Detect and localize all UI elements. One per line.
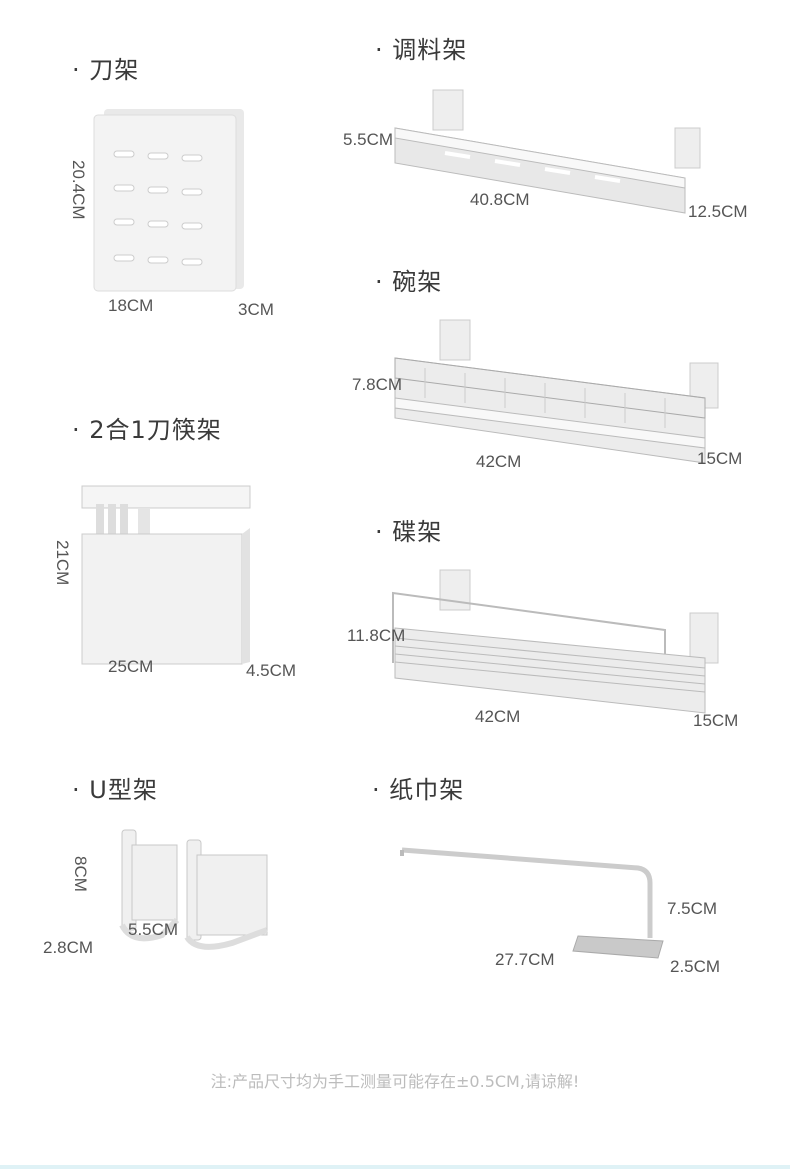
towel-rack-title: · 纸巾架 <box>372 776 465 804</box>
bowl-rack-title: · 碗架 <box>375 268 443 296</box>
knife-rack-image <box>93 109 244 292</box>
spice-rack-title: · 调料架 <box>375 36 468 64</box>
measurement-note: 注:产品尺寸均为手工测量可能存在±0.5CM,请谅解! <box>210 1072 580 1091</box>
knife-chopstick-rack-image <box>81 485 251 665</box>
knife-chopstick-rack-depth: 4.5CM <box>246 661 297 680</box>
spice-rack-depth: 12.5CM <box>688 202 748 221</box>
towel-rack-height: 7.5CM <box>667 899 718 918</box>
knife-chopstick-rack-height: 21CM <box>53 540 72 586</box>
spice-rack-image <box>394 89 701 214</box>
u-rack-title: · U型架 <box>72 776 158 804</box>
knife-rack-depth: 3CM <box>238 300 274 319</box>
dish-rack-image <box>392 569 719 714</box>
dish-rack-height: 11.8CM <box>347 626 406 645</box>
u-rack-depth: 2.8CM <box>43 938 94 957</box>
spice-rack-length: 40.8CM <box>470 190 530 209</box>
spice-rack-height: 5.5CM <box>343 130 394 149</box>
bowl-rack-image <box>394 319 719 464</box>
u-rack-width: 5.5CM <box>128 920 179 939</box>
knife-chopstick-rack-width: 25CM <box>108 657 154 676</box>
u-rack-height: 8CM <box>71 856 90 892</box>
towel-rack-image <box>400 847 664 959</box>
dish-rack-length: 42CM <box>475 707 521 726</box>
u-rack-image <box>119 829 269 950</box>
knife-chopstick-rack-title: · 2合1刀筷架 <box>72 416 222 444</box>
towel-rack-depth: 2.5CM <box>670 957 721 976</box>
knife-rack-title: · 刀架 <box>72 56 140 84</box>
bowl-rack-height: 7.8CM <box>352 375 403 394</box>
knife-rack-width: 18CM <box>108 296 154 315</box>
dish-rack-title: · 碟架 <box>375 518 443 546</box>
bottom-strip <box>0 1165 790 1169</box>
knife-rack-height: 20.4CM <box>69 160 88 220</box>
bowl-rack-length: 42CM <box>476 452 522 471</box>
towel-rack-length: 27.7CM <box>495 950 555 969</box>
bowl-rack-depth: 15CM <box>697 449 743 468</box>
dish-rack-depth: 15CM <box>693 711 739 730</box>
